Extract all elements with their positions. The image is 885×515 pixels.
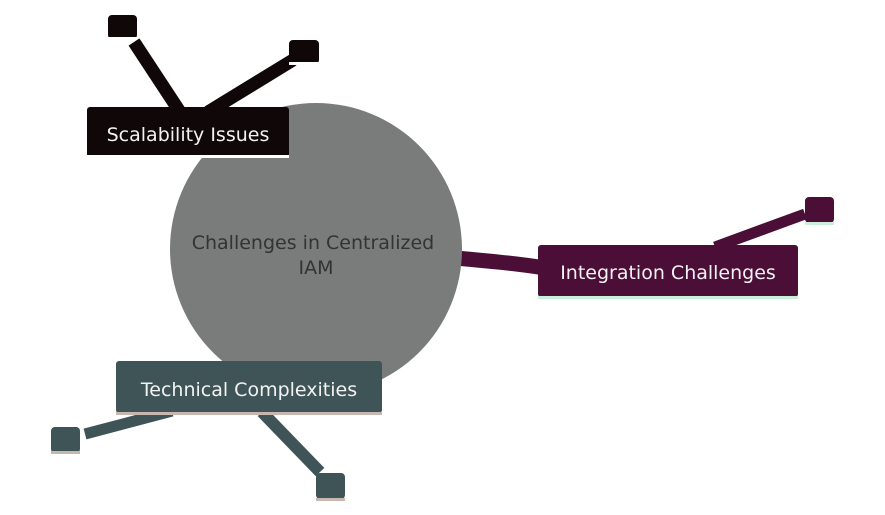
leaf-technical-1[interactable] [51, 427, 80, 454]
edge-scalability-leaf-2 [204, 54, 297, 118]
svg-text:Challenges in Centralized: Challenges in Centralized IAM [192, 232, 441, 279]
branch-integration-box [538, 245, 798, 297]
edge-root-integration [454, 250, 547, 276]
leaf-scalability-2-box [289, 40, 319, 64]
branch-technical-box [116, 361, 382, 413]
branch-integration-underline [538, 296, 798, 299]
leaf-integration-1-box [805, 197, 834, 223]
branch-technical-label: Technical Complexities [140, 379, 357, 401]
root-circle [170, 103, 462, 395]
root-label-line-2: IAM [299, 257, 334, 279]
leaf-technical-1-box [51, 427, 80, 453]
branch-integration-challenges[interactable]: Integration Challenges [538, 245, 798, 299]
branch-integration-label: Integration Challenges [560, 262, 776, 284]
leaf-technical-2-underline [316, 498, 345, 501]
branch-technical-underline [116, 412, 382, 415]
edge-technical-leaf-2 [257, 407, 325, 477]
leaf-integration-1[interactable] [805, 197, 834, 225]
branch-technical-complexities[interactable]: Technical Complexities [116, 361, 382, 415]
branch-scalability-issues[interactable]: Scalability Issues [87, 107, 289, 158]
edge-integration-leaf-1 [713, 208, 807, 253]
leaf-scalability-1-box [108, 15, 137, 39]
edge-scalability-leaf-1 [128, 38, 186, 116]
root-node[interactable]: Challenges in Centralized IAM [170, 103, 462, 395]
leaf-integration-1-underline [805, 222, 834, 225]
root-label-line-1: Challenges in Centralized [192, 232, 434, 254]
leaf-scalability-1-underline [108, 37, 137, 40]
branch-scalability-label: Scalability Issues [107, 124, 270, 146]
leaf-technical-2-box [316, 473, 345, 499]
leaf-scalability-2-underline [289, 62, 319, 65]
leaf-technical-1-underline [51, 451, 80, 454]
leaf-technical-2[interactable] [316, 473, 345, 501]
branch-scalability-box [87, 107, 289, 157]
leaf-scalability-2[interactable] [289, 40, 319, 65]
leaf-scalability-1[interactable] [108, 15, 137, 40]
branch-scalability-underline [87, 155, 289, 158]
